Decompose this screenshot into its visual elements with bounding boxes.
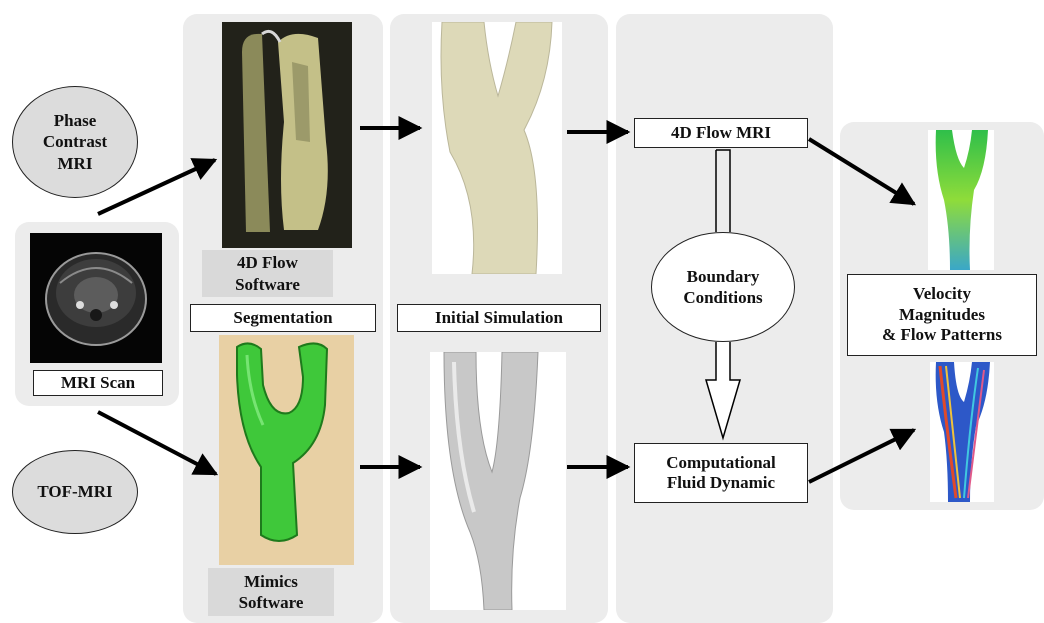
velocity-flow-patterns-box: Velocity Magnitudes & Flow Patterns xyxy=(847,274,1037,356)
boundary-conditions-ellipse: Boundary Conditions xyxy=(651,232,795,342)
cfd-box: Computational Fluid Dynamic xyxy=(634,443,808,503)
initial-simulation-flow-image xyxy=(432,22,562,274)
mri-scan-image xyxy=(30,233,162,363)
velocity-magnitude-image xyxy=(928,130,994,270)
tof-mri-ellipse: TOF-MRI xyxy=(12,450,138,534)
4d-flow-software-label: 4D Flow Software xyxy=(202,250,333,297)
4d-flow-segmentation-image xyxy=(222,22,352,248)
mimics-segmentation-image xyxy=(219,335,354,565)
initial-simulation-cfd-image xyxy=(430,352,566,610)
flow-pattern-image xyxy=(930,362,994,502)
4d-flow-mri-box: 4D Flow MRI xyxy=(634,118,808,148)
initial-simulation-label: Initial Simulation xyxy=(397,304,601,332)
segmentation-label: Segmentation xyxy=(190,304,376,332)
mri-scan-label: MRI Scan xyxy=(33,370,163,396)
phase-contrast-mri-ellipse: Phase Contrast MRI xyxy=(12,86,138,198)
mimics-software-label: Mimics Software xyxy=(208,568,334,616)
